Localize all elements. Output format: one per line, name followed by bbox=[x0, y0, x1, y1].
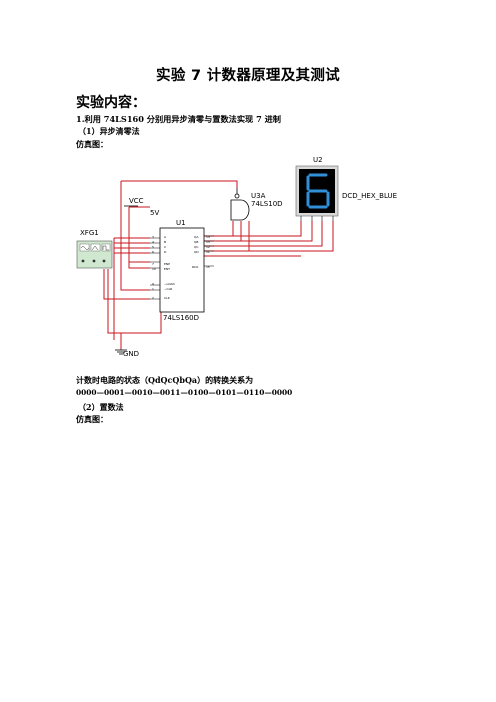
nand-gate-u3a bbox=[230, 188, 250, 221]
pin-name-qd: QD bbox=[194, 250, 199, 254]
sim-label-2: 仿真图： bbox=[76, 414, 108, 424]
pin-name-qa: QA bbox=[194, 235, 199, 239]
display-ref: U2 bbox=[313, 156, 323, 164]
subheading-preset: （2）置数法 bbox=[78, 402, 124, 412]
pin-name-clk: CLK bbox=[164, 296, 171, 300]
pin-name-enp: ENP bbox=[164, 262, 170, 266]
counter-body bbox=[159, 227, 205, 313]
circuit-wires bbox=[103, 180, 334, 350]
pin-7: 7 bbox=[152, 262, 154, 266]
function-generator bbox=[76, 240, 113, 269]
generator-ref: XFG1 bbox=[80, 229, 99, 237]
ground-label: GND bbox=[123, 350, 139, 358]
pin-name-clr: ~CLR bbox=[164, 287, 172, 291]
state-sequence: 0000—0001—0010—0011—0100—0101—0110—0000 bbox=[76, 388, 293, 397]
section-heading: 实验内容： bbox=[76, 95, 146, 111]
state-caption: 计数时电路的状态（QdQcQbQa）的转换关系为 bbox=[76, 375, 254, 385]
pin-name-d: D bbox=[164, 250, 167, 254]
pin-9: 9 bbox=[152, 282, 154, 286]
pin-12: 12 bbox=[206, 245, 210, 249]
display-type: DCD_HEX_BLUE bbox=[342, 192, 397, 200]
counter-part: 74LS160D bbox=[163, 314, 199, 322]
gate-part: 74LS10D bbox=[251, 200, 283, 208]
pin-name-b: B bbox=[164, 240, 166, 244]
circuit-schematic: U3A 74LS10D U2 DCD_HEX_BLUE VCC 5V U1 74… bbox=[76, 156, 397, 358]
pin-name-rco: RCO bbox=[192, 265, 199, 269]
pin-name-qb: QB bbox=[194, 240, 198, 244]
ground-symbol bbox=[115, 349, 127, 355]
pin-name-ent: ENT bbox=[164, 267, 170, 271]
pin-4: 4 bbox=[152, 240, 154, 244]
pin-6: 6 bbox=[152, 250, 154, 254]
pin-13: 13 bbox=[206, 240, 210, 244]
gate-ref: U3A bbox=[251, 192, 266, 200]
digit-six-segments bbox=[306, 173, 330, 209]
subheading-async-clear: （1）异步清零法 bbox=[78, 126, 140, 136]
pin-11: 11 bbox=[206, 250, 210, 254]
pin-3: 3 bbox=[152, 235, 154, 239]
item-1-text: 1.利用 74LS160 分别用异步清零与置数法实现 7 进制 bbox=[76, 114, 281, 124]
pin-name-load: ~LOAD bbox=[164, 282, 175, 286]
pin-name-qc: QC bbox=[194, 245, 198, 249]
pin-name-c: C bbox=[164, 245, 166, 249]
pin-15: 15 bbox=[206, 265, 210, 269]
pin-2: 2 bbox=[152, 296, 154, 300]
pin-name-a: A bbox=[164, 235, 167, 239]
vcc-value: 5V bbox=[150, 209, 159, 217]
pin-5: 5 bbox=[152, 245, 154, 249]
sim-label-1: 仿真图： bbox=[76, 139, 108, 149]
page-title: 实验 7 计数器原理及其测试 bbox=[156, 68, 340, 84]
seven-segment-display bbox=[295, 165, 339, 221]
pin-10: 10 bbox=[152, 267, 156, 271]
pin-1: 1 bbox=[152, 287, 154, 291]
pin-14: 14 bbox=[206, 235, 210, 239]
counter-pin-labels: 3 4 5 6 7 10 9 1 2 A B C D ENP ENT ~LOAD… bbox=[152, 235, 210, 300]
counter-ref: U1 bbox=[176, 219, 186, 227]
vcc-label: VCC bbox=[129, 197, 144, 205]
